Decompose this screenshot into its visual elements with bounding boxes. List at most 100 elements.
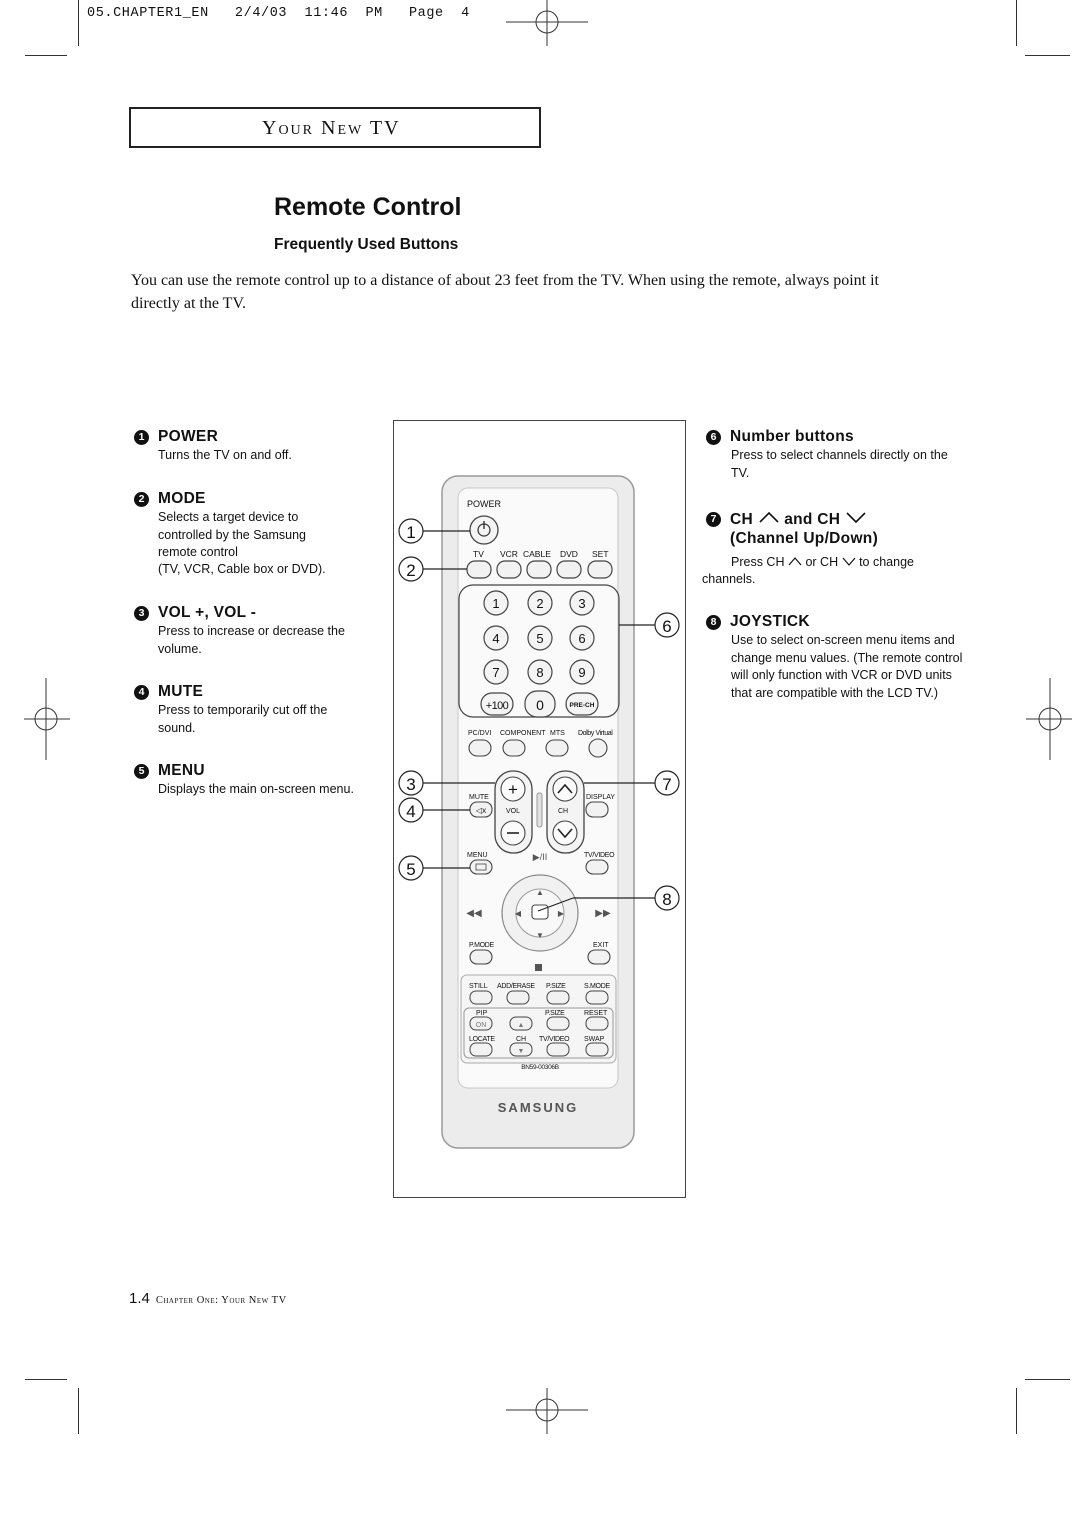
plus-icon: + (508, 780, 518, 799)
mode-label-dvd: DVD (560, 549, 578, 559)
feature-joystick: 8 JOYSTICK Use to select on-screen menu … (706, 613, 966, 723)
component-button[interactable] (502, 739, 526, 757)
bottom-panel (460, 974, 617, 1064)
feature-power: 1 POWER Turns the TV on and off. (134, 428, 384, 468)
exit-label: EXIT (593, 942, 609, 949)
mode-label-tv: TV (473, 549, 484, 559)
pmode-button[interactable] (469, 949, 493, 965)
desc-part: Press CH (731, 555, 785, 569)
digit-button-6[interactable] (569, 625, 595, 651)
print-slug: 05.CHAPTER1_EN 2/4/03 11:46 PM Page 4 (87, 6, 470, 21)
mode-button-dvd[interactable] (556, 560, 582, 579)
rewind-icon: ◀◀ (466, 908, 482, 919)
chevron-down-icon (842, 557, 856, 566)
model-number: BN59-00306B (521, 1064, 559, 1071)
triangle-down-icon: ▼ (518, 1048, 525, 1055)
feature-description: Use to select on-screen menu items and c… (731, 633, 963, 700)
digit-4: 4 (492, 631, 499, 646)
ch-label: CH (558, 808, 568, 815)
callout-1-number: 1 (406, 523, 415, 542)
mode-button-set[interactable] (587, 560, 613, 579)
feature-title: MUTE (158, 683, 204, 700)
reset-button[interactable] (585, 1016, 609, 1031)
prech-button[interactable] (565, 692, 599, 716)
digit-8: 8 (536, 665, 543, 680)
pcdvi-button[interactable] (468, 739, 492, 757)
zero-button[interactable] (524, 690, 556, 718)
feature-number-badge: 3 (134, 606, 149, 621)
pmode-label: P.MODE (469, 942, 495, 949)
digit-button-9[interactable] (569, 659, 595, 685)
component-label: COMPONENT (500, 730, 546, 737)
digit-2: 2 (536, 596, 543, 611)
callout-5 (398, 855, 424, 881)
feature-description: Selects a target device to controlled by… (158, 510, 307, 559)
feature-description-cont: channels. (702, 572, 756, 586)
digit-button-8[interactable] (527, 659, 553, 685)
display-button[interactable] (585, 801, 609, 818)
plus100-button[interactable] (480, 692, 514, 716)
joystick-enter-button[interactable] (531, 904, 549, 920)
add-erase-label: ADD/ERASE (497, 983, 535, 990)
power-button[interactable] (469, 515, 499, 545)
pip-ch-label: CH (516, 1036, 526, 1043)
arrow-left-icon: ◀ (515, 909, 522, 918)
swap-label: SWAP (584, 1036, 605, 1043)
locate-button[interactable] (469, 1042, 493, 1057)
pip-tvvideo-button[interactable] (546, 1042, 570, 1057)
chevron-up-icon (557, 783, 573, 794)
pip-psize-button[interactable] (546, 1016, 570, 1031)
crop-mark (1025, 55, 1070, 56)
volume-up-button[interactable] (500, 776, 526, 802)
pip-on-button[interactable] (469, 1016, 493, 1031)
channel-down-button[interactable] (552, 820, 578, 846)
registration-mark (506, 1388, 588, 1434)
arrow-down-icon: ▼ (536, 931, 544, 940)
feature-menu: 5 MENU Displays the main on-screen menu. (134, 762, 389, 802)
still-button[interactable] (469, 990, 493, 1005)
ch-label: CH (730, 511, 753, 528)
crop-mark (25, 1379, 67, 1380)
digit-buttons (483, 590, 595, 685)
mode-label-set: SET (592, 549, 609, 559)
digit-button-1[interactable] (483, 590, 509, 616)
vol-label: VOL (506, 808, 520, 815)
mode-button-tv[interactable] (466, 560, 492, 579)
callout-1 (398, 518, 424, 544)
digit-button-2[interactable] (527, 590, 553, 616)
digit-button-7[interactable] (483, 659, 509, 685)
ch-label: and CH (784, 511, 841, 528)
mode-button-cable[interactable] (526, 560, 552, 579)
psize-label: P.SIZE (546, 983, 566, 990)
pip-ch-down-button[interactable] (509, 1042, 533, 1057)
digit-button-5[interactable] (527, 625, 553, 651)
mode-button-vcr[interactable] (496, 560, 522, 579)
pip-label: PIP (476, 1010, 488, 1017)
digit-button-4[interactable] (483, 625, 509, 651)
chevron-down-icon (557, 828, 573, 839)
smode-label: S.MODE (584, 983, 610, 990)
channel-up-button[interactable] (552, 776, 578, 802)
exit-button[interactable] (587, 949, 611, 965)
add-erase-button[interactable] (506, 990, 530, 1005)
callout-6-number: 6 (662, 617, 671, 636)
feature-number-badge: 8 (706, 615, 721, 630)
page-number: 1.4 (129, 1290, 150, 1307)
digit-button-3[interactable] (569, 590, 595, 616)
callout-3 (398, 770, 424, 796)
pip-ch-up-button[interactable] (509, 1016, 533, 1031)
feature-number-badge: 7 (706, 512, 721, 527)
tvvideo-button[interactable] (585, 859, 609, 875)
feature-title: CH and CH (730, 510, 867, 529)
crop-mark (25, 55, 67, 56)
menu-button[interactable] (469, 859, 493, 875)
feature-number-badge: 5 (134, 764, 149, 779)
psize-button[interactable] (546, 990, 570, 1005)
dolby-button[interactable] (588, 738, 608, 758)
swap-button[interactable] (585, 1042, 609, 1057)
smode-button[interactable] (585, 990, 609, 1005)
callout-5-number: 5 (406, 860, 415, 879)
mts-button[interactable] (545, 739, 569, 757)
crop-mark (1025, 1379, 1070, 1380)
